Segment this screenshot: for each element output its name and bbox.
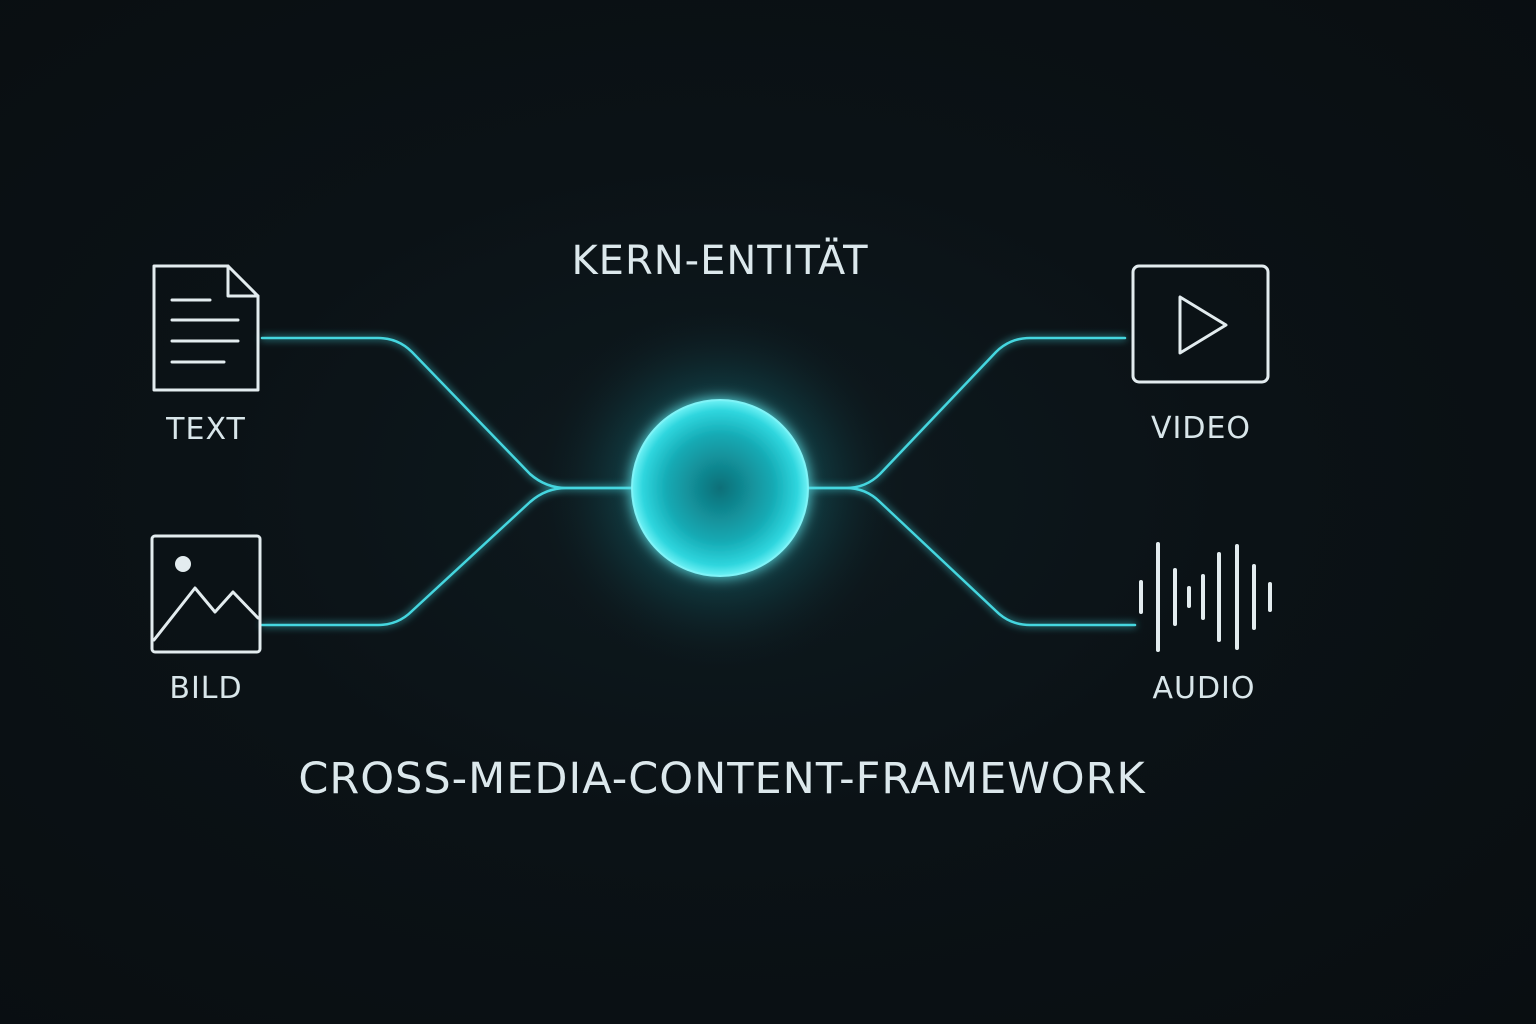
connector-video (806, 336, 1127, 490)
core-entity-title: KERN-ENTITÄT (571, 238, 869, 284)
play-icon (1131, 264, 1270, 384)
node-label-bild: BILD (169, 671, 243, 706)
node-label-text: TEXT (166, 412, 246, 447)
framework-caption: CROSS-MEDIA-CONTENT-FRAMEWORK (298, 754, 1146, 804)
document-icon (152, 264, 260, 392)
image-icon (150, 534, 262, 654)
node-label-video: VIDEO (1150, 411, 1252, 446)
node-label-audio: AUDIO (1152, 671, 1256, 706)
connector-audio (806, 486, 1137, 627)
core-entity-node (631, 399, 809, 577)
waveform-icon (1139, 542, 1272, 652)
connector-bild (260, 486, 634, 627)
connector-text (260, 336, 634, 490)
